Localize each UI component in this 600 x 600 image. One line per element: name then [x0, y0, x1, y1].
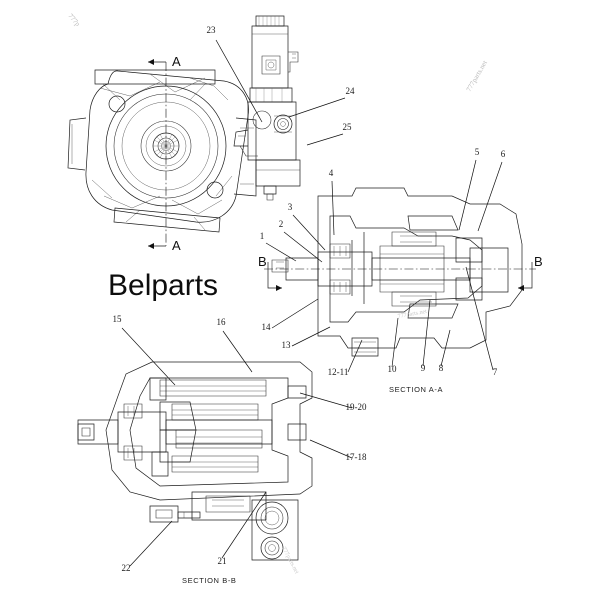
callout-12-11: 12-11	[328, 367, 349, 377]
view-control-valve-assembly	[233, 15, 301, 201]
callout-10: 10	[388, 364, 398, 374]
callout-16: 16	[217, 317, 227, 327]
view-front-elevation: A A	[67, 54, 257, 253]
view-section-b-b: SECTION B-B	[77, 361, 313, 585]
callout-2: 2	[279, 219, 284, 229]
leader-line-16	[222, 330, 253, 373]
site-watermark-section-b: 777parts.net	[280, 546, 299, 575]
callout-17-18: 17-18	[346, 452, 367, 462]
leader-line-12-11	[347, 339, 363, 373]
callout-24: 24	[346, 86, 356, 96]
leader-line-24	[288, 97, 346, 118]
section-marker-a-top: A	[172, 54, 181, 69]
site-watermark-section-a: 777parts.net	[397, 309, 427, 320]
section-a-a-label: SECTION A-A	[389, 385, 443, 394]
callout-6: 6	[501, 149, 506, 159]
callout-15: 15	[113, 314, 123, 324]
callout-9: 9	[421, 363, 426, 373]
leader-line-8	[440, 329, 451, 367]
section-marker-b-right: B	[534, 254, 543, 269]
leader-line-2	[283, 231, 323, 263]
leader-line-13	[291, 326, 331, 347]
view-section-a-a: B B SECTION A-A	[258, 187, 543, 394]
callout-21: 21	[218, 556, 227, 566]
callout-22: 22	[122, 563, 131, 573]
leader-line-layer	[121, 39, 503, 567]
site-watermark-upper-right: 777parts.net	[465, 59, 489, 93]
callout-4: 4	[329, 168, 334, 178]
leader-line-5	[458, 159, 477, 231]
leader-line-1	[265, 242, 297, 262]
site-watermark-corner: 777p	[66, 12, 81, 28]
leader-line-23	[215, 39, 263, 123]
callout-1: 1	[260, 231, 265, 241]
leader-line-6	[477, 161, 503, 232]
leader-line-21	[221, 491, 267, 559]
leader-line-3	[292, 214, 326, 251]
leader-line-4	[331, 180, 335, 236]
leader-line-14	[271, 298, 319, 329]
leader-line-19-20	[299, 392, 353, 409]
callout-7: 7	[493, 367, 498, 377]
callout-3: 3	[288, 202, 293, 212]
leader-line-15	[121, 327, 176, 386]
callout-8: 8	[439, 363, 444, 373]
leader-line-10	[391, 317, 399, 368]
callout-23: 23	[207, 25, 217, 35]
brand-watermark: Belparts	[108, 269, 218, 302]
callout-14: 14	[262, 322, 272, 332]
callout-19-20: 19-20	[346, 402, 367, 412]
section-b-b-label: SECTION B-B	[182, 576, 237, 585]
leader-line-22	[129, 520, 173, 567]
callout-13: 13	[282, 340, 292, 350]
section-marker-a-bottom: A	[172, 238, 181, 253]
leader-line-9	[422, 299, 431, 367]
callout-5: 5	[475, 147, 480, 157]
leader-line-7	[465, 266, 494, 371]
section-marker-b-left: B	[258, 254, 267, 269]
leader-line-25	[306, 133, 344, 146]
leader-line-17-18	[309, 439, 353, 459]
callout-25: 25	[343, 122, 353, 132]
